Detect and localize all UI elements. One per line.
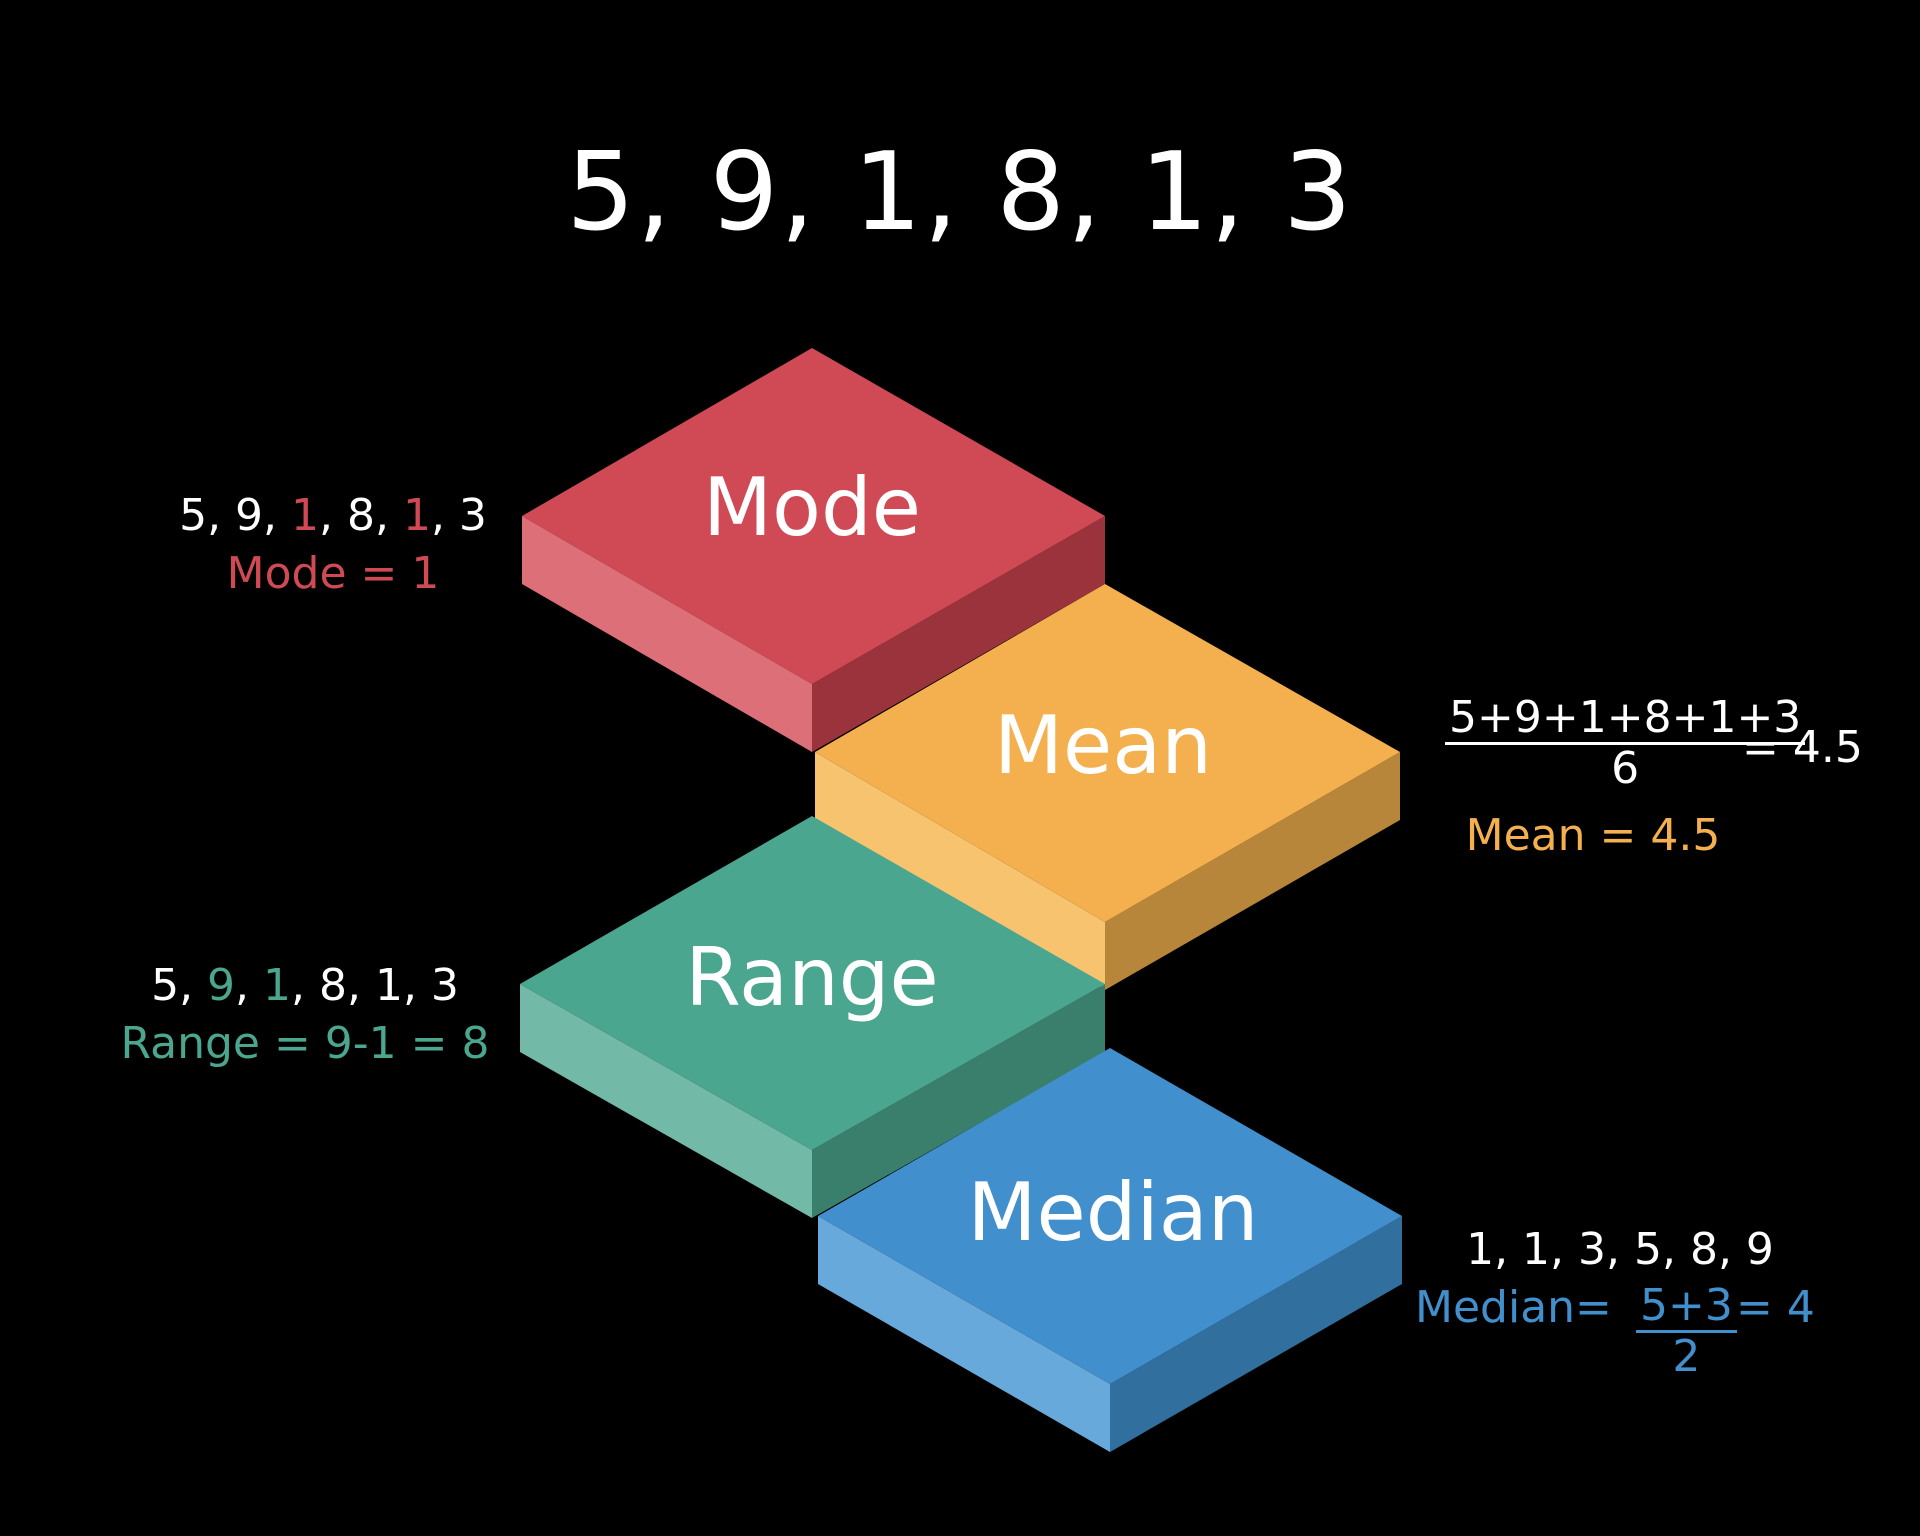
mean-block-top-face: [815, 584, 1400, 922]
range-result: Range = 9-1 = 8: [120, 1018, 490, 1069]
mode-dataset-part-2: , 8,: [319, 490, 403, 541]
mean-block-left-face: [815, 752, 1105, 990]
mode-block-left-face: [522, 516, 812, 752]
median-equals: = 4: [1736, 1282, 1815, 1333]
mode-dataset-part-3: , 3: [430, 490, 487, 541]
median-block-top-face: [818, 1048, 1402, 1384]
mode-block-right-face: [812, 516, 1105, 752]
dataset-title: 5, 9, 1, 8, 1, 3: [566, 130, 1354, 255]
range-block-label: Range: [685, 931, 939, 1024]
median-block: Median: [818, 1048, 1402, 1452]
mode-block: Mode: [522, 348, 1105, 752]
range-dataset-part-1: 5,: [151, 960, 208, 1011]
range-highlight-1: 9: [207, 960, 236, 1011]
median-sorted-dataset: 1, 1, 3, 5, 8, 9: [1466, 1224, 1774, 1275]
mode-block-top-face: [522, 348, 1105, 684]
median-block-label: Median: [968, 1166, 1259, 1259]
mean-denominator: 6: [1611, 742, 1640, 794]
mode-dataset-part-1: 5, 9,: [179, 490, 292, 541]
range-block-right-face: [812, 984, 1105, 1218]
range-highlight-2: 1: [263, 960, 292, 1011]
mode-highlight-1: 1: [291, 490, 320, 541]
range-dataset: 5, 9, 1, 8, 1, 3: [151, 960, 459, 1011]
mean-block-right-face: [1105, 752, 1400, 990]
median-block-right-face: [1110, 1216, 1402, 1452]
mean-block: Mean: [815, 584, 1400, 990]
mean-result: Mean = 4.5: [1465, 810, 1721, 861]
median-denominator: 2: [1672, 1330, 1701, 1382]
mean-block-label: Mean: [994, 699, 1212, 792]
mode-highlight-2: 1: [402, 490, 431, 541]
range-block-top-face: [520, 816, 1105, 1150]
median-fraction: 5+3 2: [1636, 1282, 1737, 1380]
range-dataset-part-3: , 8, 1, 3: [291, 960, 459, 1011]
mean-numerator: 5+9+1+8+1+3: [1445, 694, 1806, 745]
mode-dataset: 5, 9, 1, 8, 1, 3: [179, 490, 487, 541]
range-dataset-part-2: ,: [235, 960, 264, 1011]
mode-result: Mode = 1: [226, 548, 440, 599]
mean-fraction: 5+9+1+8+1+3 6: [1445, 694, 1806, 794]
median-block-left-face: [818, 1216, 1110, 1452]
mode-block-label: Mode: [703, 461, 921, 554]
median-prefix: Median=: [1415, 1282, 1612, 1333]
median-numerator: 5+3: [1636, 1282, 1737, 1333]
mean-equals: = 4.5: [1742, 722, 1863, 773]
range-block: Range: [520, 816, 1105, 1218]
range-block-left-face: [520, 984, 812, 1218]
